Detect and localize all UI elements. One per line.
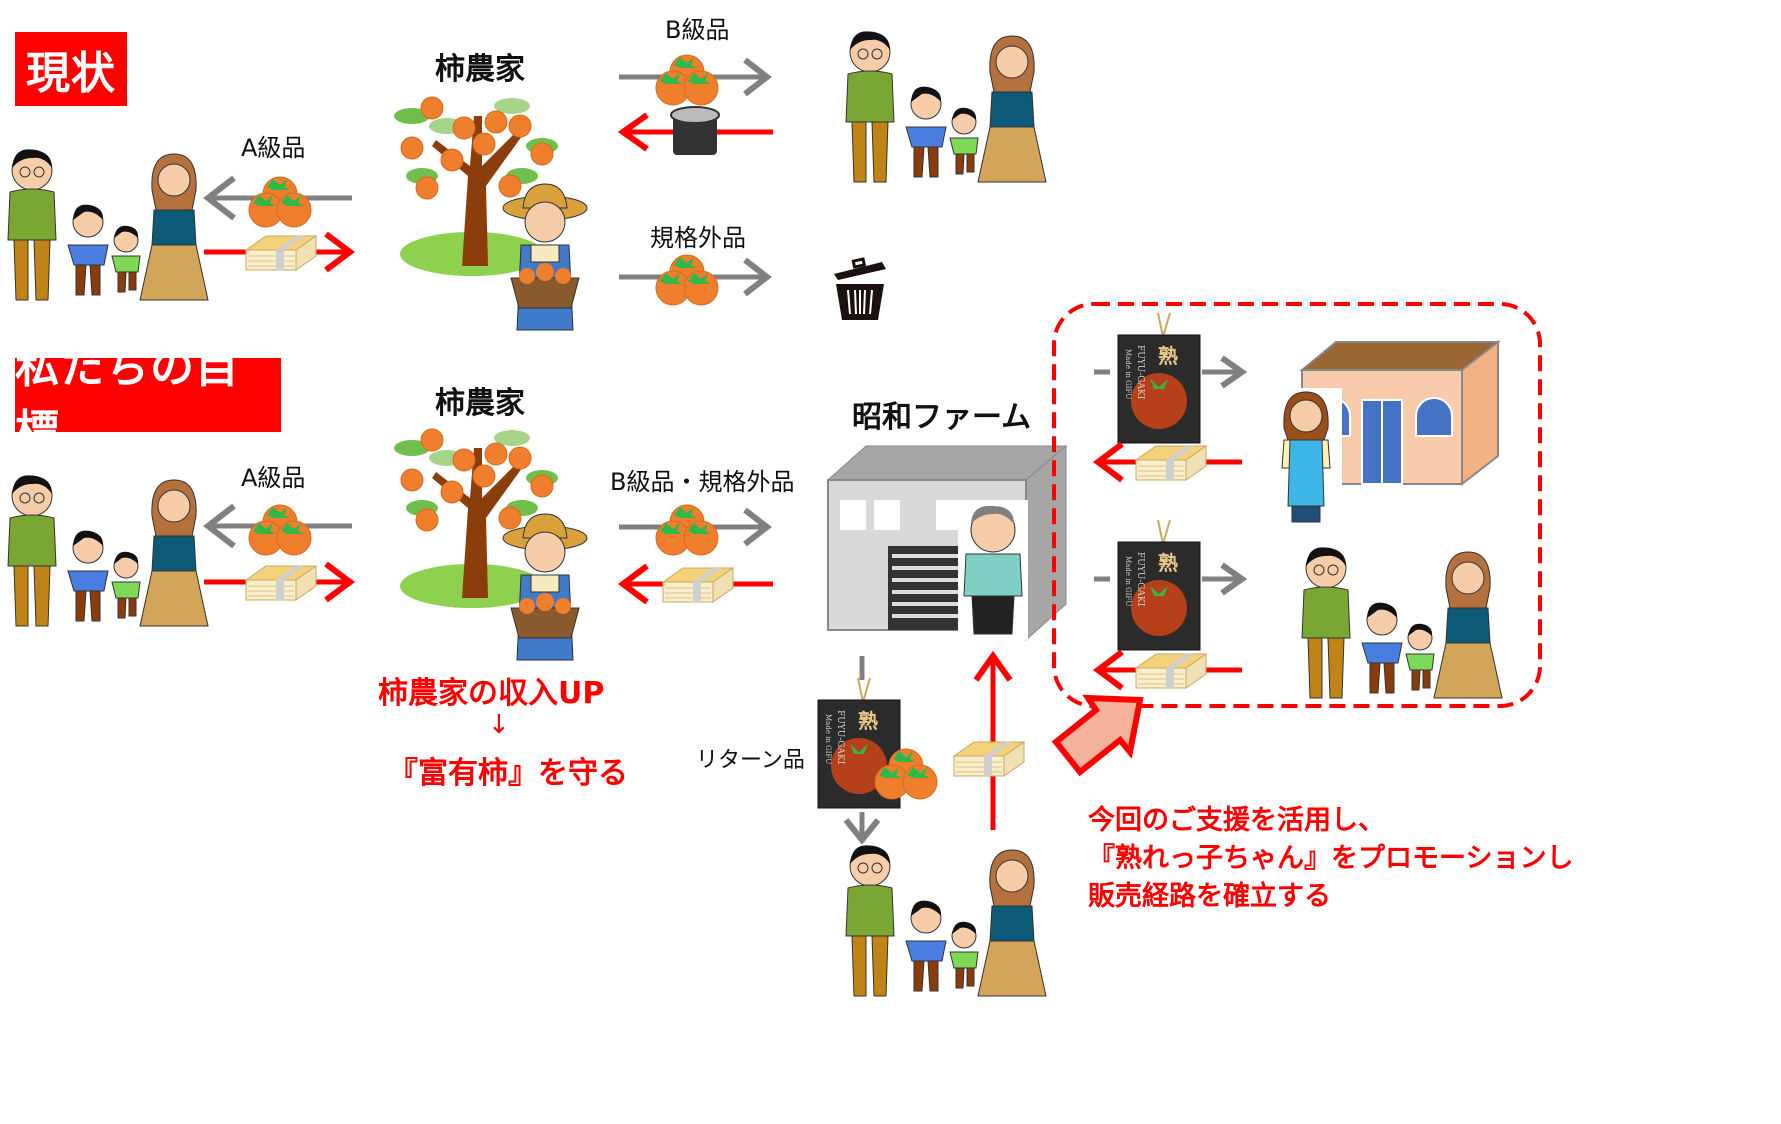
shop-payment-arrow <box>1093 441 1242 483</box>
goal-a-grade-label: A級品 <box>241 464 306 492</box>
current-a-grade-arrow <box>203 175 352 228</box>
goal-payment-arrow-right <box>204 561 355 603</box>
promotion-pointer-arrow <box>1051 694 1144 777</box>
goal-a-grade-arrow <box>203 503 352 556</box>
goal-badge: 私たちの目標 <box>15 342 281 457</box>
current-a-grade-label: A級品 <box>241 134 306 162</box>
current-b-grade-arrow <box>619 54 772 106</box>
consumer-family <box>1301 546 1503 699</box>
consumer-product-package <box>1117 519 1201 651</box>
outcome-protect-fuyu: 『富有柿』を守る <box>388 756 628 791</box>
return-item-label: リターン品 <box>696 748 805 773</box>
current-family-left <box>7 148 209 301</box>
promotion-line-3: 販売経路を確立する <box>1088 881 1331 912</box>
return-payment-up-arrow <box>953 650 1025 830</box>
current-b-grade-label: B級品 <box>665 16 730 44</box>
promotion-line-2: 『熟れっ子ちゃん』をプロモーションし <box>1088 843 1574 874</box>
promotion-line-1: 今回のご支援を活用し、 <box>1088 805 1385 836</box>
trash-can-icon <box>834 257 886 320</box>
outcome-arrow: ↓ <box>488 710 510 740</box>
consumer-product-arrow <box>1094 562 1248 596</box>
coins-icon <box>670 106 720 155</box>
company-staff-figure <box>958 500 1028 640</box>
current-state-badge: 現状 <box>15 32 127 106</box>
goal-payment-arrow-left <box>618 563 773 605</box>
promotion-dashed-box <box>1052 302 1542 708</box>
company-title: 昭和ファーム <box>852 400 1032 435</box>
shop-product-arrow <box>1094 355 1248 389</box>
return-flow-down-arrow <box>843 656 881 845</box>
current-offspec-label: 規格外品 <box>650 224 746 252</box>
goal-farmer-title: 柿農家 <box>435 386 525 421</box>
promotion-text: 今回のご支援を活用し、 『熟れっ子ちゃん』をプロモーションし 販売経路を確立する <box>1088 802 1573 916</box>
goal-family-left <box>7 474 209 627</box>
return-persimmons <box>874 748 938 800</box>
goal-b-offspec-label: B級品・規格外品 <box>610 468 795 496</box>
shop-product-package <box>1117 312 1201 444</box>
current-farmer-figure <box>502 183 588 331</box>
goal-farmer-figure <box>502 513 588 661</box>
return-family <box>845 844 1047 997</box>
goal-b-offspec-arrow <box>619 504 772 556</box>
consumer-payment-arrow <box>1093 649 1242 691</box>
current-coin-payment-arrow <box>617 106 773 155</box>
shop-clerk-figure <box>1272 388 1342 528</box>
current-farmer-title: 柿農家 <box>435 52 525 87</box>
outcome-income-up: 柿農家の収入UP <box>378 676 605 711</box>
current-family-right <box>845 30 1047 183</box>
current-payment-arrow-right <box>204 231 355 273</box>
current-offspec-arrow <box>619 254 772 306</box>
company-building <box>826 444 1068 642</box>
